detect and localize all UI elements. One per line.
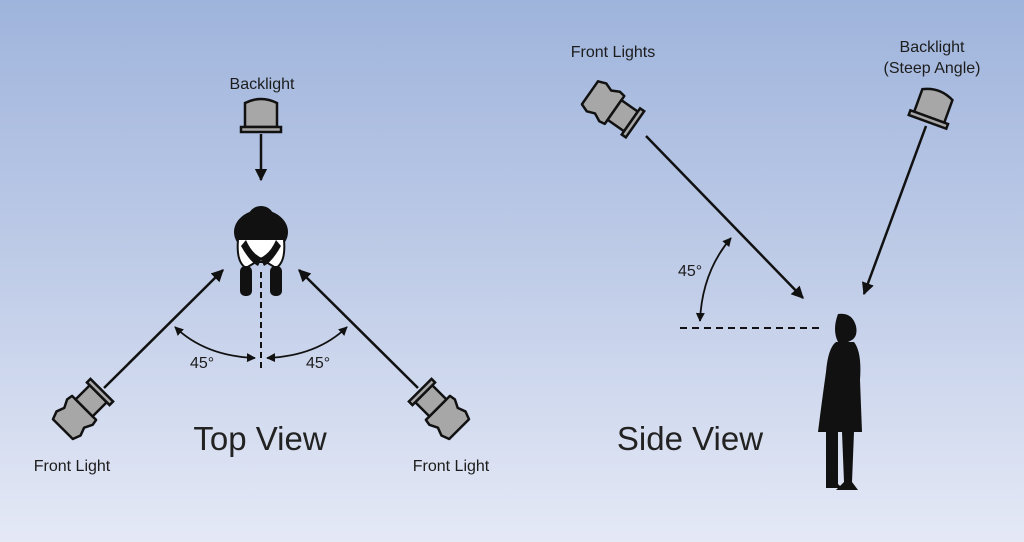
side-backlight-label-line2: (Steep Angle)	[883, 60, 981, 77]
side-angle-label: 45°	[678, 263, 703, 280]
side-front-lights-label: Front Lights	[570, 44, 656, 61]
top-backlight-label: Backlight	[229, 76, 295, 93]
top-view-title: Top View	[193, 420, 327, 457]
top-front-light-left-label: Front Light	[33, 458, 111, 475]
front-light-right-arrow	[298, 269, 419, 389]
side-view	[578, 76, 959, 490]
side-backlight-arrow	[862, 125, 928, 296]
backlight-fixture-icon	[239, 97, 283, 134]
top-angle-left-label: 45°	[190, 355, 215, 372]
top-view	[48, 97, 474, 444]
side-backlight-label: Backlight (Steep Angle)	[884, 37, 981, 79]
side-front-lights-icon	[578, 76, 647, 141]
top-angle-right-label: 45°	[306, 355, 331, 372]
top-front-light-right-label: Front Light	[412, 458, 490, 475]
side-backlight-label-line1: Backlight	[899, 39, 965, 56]
front-light-left-arrow	[103, 269, 224, 389]
side-backlight-icon	[907, 82, 959, 130]
side-angle-arc	[695, 237, 732, 322]
side-view-title: Side View	[616, 420, 764, 457]
side-front-lights-arrow	[645, 135, 804, 299]
person-side-icon	[818, 313, 862, 490]
angle-arc-left	[174, 326, 256, 363]
angle-arc-right	[266, 326, 348, 363]
person-top-icon	[234, 206, 288, 296]
